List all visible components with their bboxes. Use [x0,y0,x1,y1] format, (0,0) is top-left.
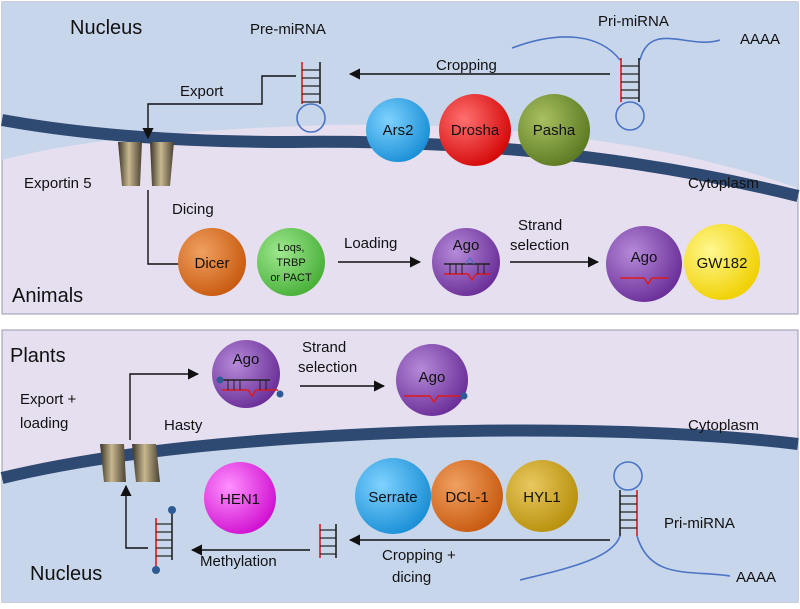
animals-ago-final: Ago [606,226,682,302]
pri-mirna-3prime-tail [639,37,721,61]
animals-drosha-protein: Drosha [439,94,511,166]
plants-methylation-label: Methylation [200,553,277,570]
animals-dicer-protein: Dicer [178,228,246,296]
svg-text:HYL1: HYL1 [523,489,561,506]
hasty-label: Hasty [164,417,203,434]
animals-panel: Nucleus Cytoplasm Animals Pri-miRNA AAAA… [0,1,800,315]
svg-text:Loqs,: Loqs, [278,242,305,254]
plants-cropping-label-1: Cropping + [382,547,456,564]
plants-hyl1-protein: HYL1 [506,460,578,532]
plants-dcl1-protein: DCL-1 [431,460,503,532]
svg-text:Ars2: Ars2 [383,122,414,139]
animals-nucleus-region [2,2,798,188]
svg-text:TRBP: TRBP [276,257,305,269]
svg-text:Serrate: Serrate [368,489,417,506]
animals-nucleus-label: Nucleus [70,17,142,39]
plants-export-label-2: loading [20,415,68,432]
animals-loading-label: Loading [344,235,397,252]
animals-nuclear-membrane [0,114,800,202]
svg-text:Ago: Ago [453,237,480,254]
animals-dicing-line [147,190,182,265]
svg-text:HEN1: HEN1 [220,491,260,508]
animals-pri-mirna-label: Pri-miRNA [598,13,669,30]
plants-pri-mirna-label: Pri-miRNA [664,515,735,532]
plants-serrate-protein: Serrate [355,458,431,534]
plants-export-up-arrow [120,484,148,549]
plants-export-label-1: Export + [20,391,77,408]
animals-strand-label-2: selection [510,237,569,254]
plants-panel: Plants Cytoplasm Nucleus Hasty Export + … [0,329,799,603]
exportin-5-label: Exportin 5 [24,175,92,192]
animals-pre-mirna-hairpin: Pre-miRNA [250,21,326,133]
animals-strand-label-1: Strand [518,217,562,234]
pri-mirna-5prime-tail [511,36,621,61]
animals-pasha-protein: Pasha [518,94,590,166]
svg-text:or PACT: or PACT [270,272,312,284]
animals-poly-a-label: AAAA [740,31,780,48]
plants-pri-mirna-hairpin: Pri-miRNA AAAA [519,461,776,586]
animals-export-label: Export [180,83,224,100]
svg-text:Drosha: Drosha [451,122,500,139]
animals-pre-mirna-label: Pre-miRNA [250,21,326,38]
plants-strand-label-2: selection [298,359,357,376]
animals-pri-mirna-hairpin: Pri-miRNA AAAA [511,13,780,131]
plants-export-loading-arrow [129,368,200,440]
svg-text:Ago: Ago [419,369,446,386]
svg-text:Pasha: Pasha [533,122,576,139]
svg-text:GW182: GW182 [697,255,748,272]
svg-text:Ago: Ago [233,351,260,368]
plants-nucleus-label: Nucleus [30,563,102,585]
animals-dicing-label: Dicing [172,201,214,218]
hasty-pore [100,444,160,482]
plants-section-label: Plants [10,345,66,367]
animals-cytoplasm-label: Cytoplasm [688,175,759,192]
animals-cropping-label: Cropping [436,57,497,74]
plants-ago-final: Ago [396,344,468,416]
plants-cropping-label-2: dicing [392,569,431,586]
svg-text:DCL-1: DCL-1 [445,489,488,506]
exportin-5-pore [118,142,174,186]
plants-methylated-duplex [152,506,176,574]
animals-ago-loading-complex: Ago [432,228,500,296]
plants-hen1-protein: HEN1 [204,462,276,534]
animals-gw182-protein: GW182 [684,224,760,300]
plants-mirna-duplex [319,524,337,558]
plants-strand-label-1: Strand [302,339,346,356]
animals-section-label: Animals [12,285,83,307]
svg-text:Dicer: Dicer [194,255,229,272]
animals-ars2-protein: Ars2 [366,98,430,162]
animals-export-arrow [142,75,296,140]
svg-text:Ago: Ago [631,249,658,266]
animals-loqs-protein: Loqs, TRBP or PACT [257,228,325,296]
plants-ago-loading-complex: Ago [212,340,284,408]
plants-poly-a-label: AAAA [736,569,776,586]
plants-cytoplasm-label: Cytoplasm [688,417,759,434]
